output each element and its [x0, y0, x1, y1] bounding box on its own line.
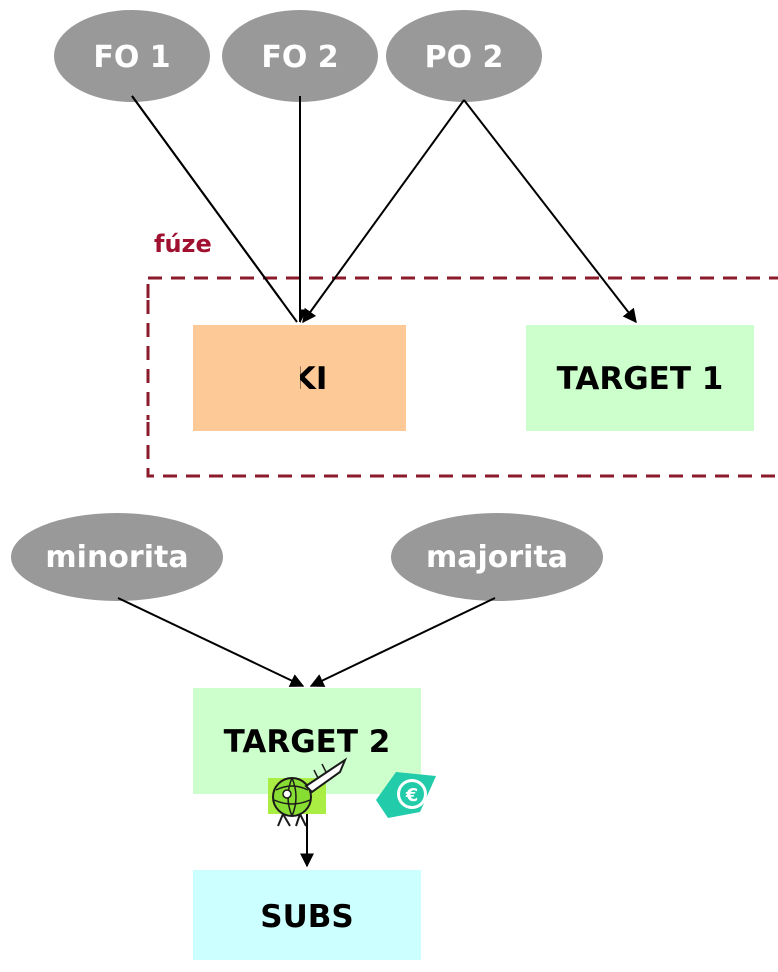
node-fo2: FO 2 [222, 10, 378, 102]
edge-restore-1 [131, 95, 298, 323]
edge-po2-fki [302, 99, 465, 324]
svg-text:SUBS: SUBS [260, 899, 353, 935]
svg-text:TARGET 2: TARGET 2 [224, 724, 391, 760]
node-target1: TARGET 1 [526, 325, 754, 431]
svg-text:PO 2: PO 2 [425, 40, 504, 75]
fuze-label: fúze [154, 230, 212, 258]
node-subs: SUBS [193, 870, 421, 960]
svg-text:minorita: minorita [45, 540, 188, 575]
globe-rocket-clipart-icon [268, 757, 348, 827]
svg-text:€: € [405, 785, 419, 806]
node-po2: PO 2 [386, 10, 542, 102]
node-target2: TARGET 2 [193, 688, 421, 794]
node-fo1: FO 1 [54, 10, 210, 102]
edge-po2-target1 [463, 99, 637, 324]
svg-text:FO 2: FO 2 [261, 40, 338, 75]
euro-coin-icon: € [376, 772, 436, 818]
svg-text:FO 1: FO 1 [93, 40, 170, 75]
fki-restore [193, 325, 300, 420]
edge-majorita-target2 [309, 597, 496, 687]
edge-minorita-target2 [117, 597, 305, 687]
node-majorita: majorita [391, 513, 603, 601]
node-minorita: minorita [11, 513, 223, 601]
svg-text:TARGET 1: TARGET 1 [557, 361, 724, 397]
svg-text:majorita: majorita [426, 540, 568, 575]
